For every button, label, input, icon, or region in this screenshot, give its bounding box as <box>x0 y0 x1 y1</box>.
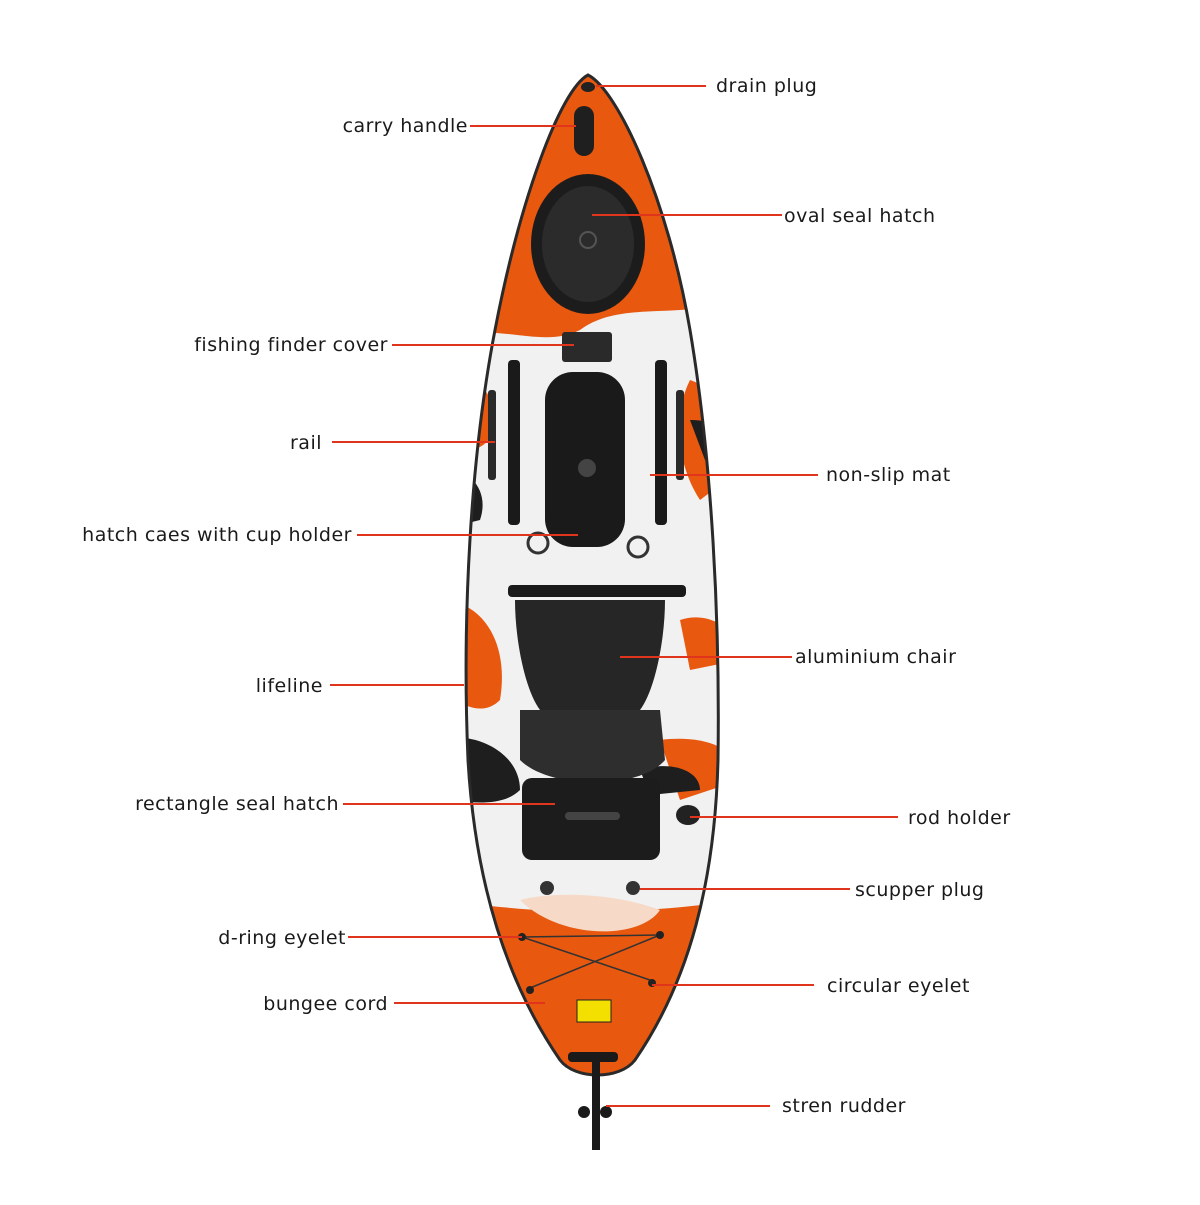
rod-holder-icon <box>676 805 700 825</box>
label-lifeline: lifeline <box>255 675 323 697</box>
label-rail: rail <box>289 432 322 454</box>
leader-lines <box>330 85 898 1107</box>
fish-finder-cover-icon <box>562 332 612 362</box>
scupper-plug-icon <box>540 881 554 895</box>
rail-left-icon <box>508 360 520 525</box>
label-d-ring-eyelet: d-ring eyelet <box>218 927 346 949</box>
label-non-slip-mat: non-slip mat <box>826 464 951 486</box>
label-bungee-cord: bungee cord <box>263 993 388 1015</box>
label-aluminium-chair: aluminium chair <box>795 646 957 668</box>
stern-rudder-icon <box>568 1052 618 1150</box>
label-oval-seal-hatch: oval seal hatch <box>784 205 936 227</box>
label-carry-handle: carry handle <box>342 115 468 137</box>
label-stern-rudder: stren rudder <box>782 1095 906 1117</box>
bungee-cord-icon <box>521 934 661 989</box>
carry-handle-icon <box>574 106 594 156</box>
label-rectangle-seal-hatch: rectangle seal hatch <box>135 793 339 815</box>
label-fishing-finder-cover: fishing finder cover <box>194 334 388 356</box>
rail-right-icon <box>655 360 667 525</box>
aluminium-chair-icon <box>508 585 686 783</box>
label-hatch-case-cup-holder: hatch caes with cup holder <box>82 524 352 546</box>
label-circular-eyelet: circular eyelet <box>827 975 970 997</box>
label-scupper-plug: scupper plug <box>855 879 985 901</box>
label-rod-holder: rod holder <box>908 807 1011 829</box>
drain-plug-icon <box>581 82 595 92</box>
label-drain-plug: drain plug <box>716 75 818 97</box>
